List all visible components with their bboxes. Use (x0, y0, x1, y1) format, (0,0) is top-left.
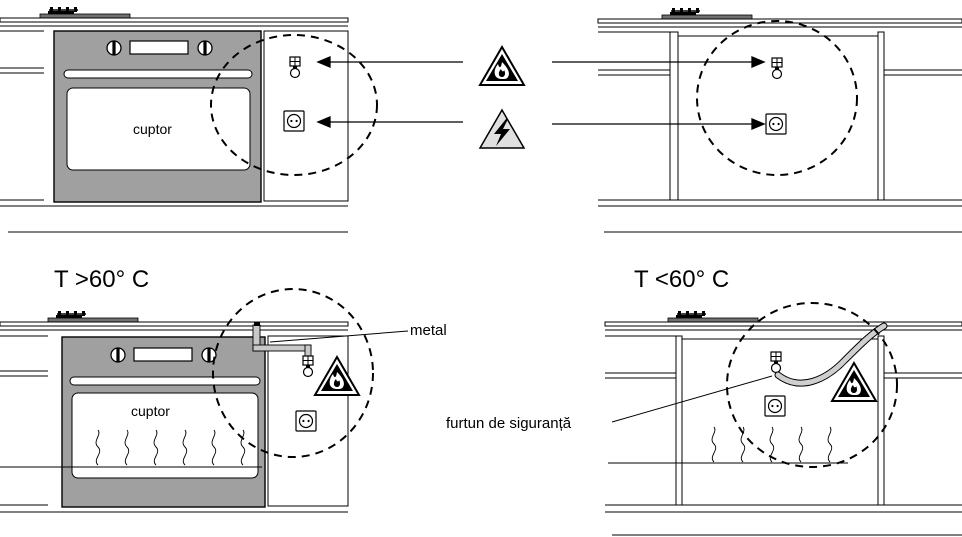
detail-circle (212, 288, 374, 458)
countertop (0, 321, 349, 327)
oven-knob (110, 347, 126, 363)
cabinet (681, 338, 879, 506)
power-socket-icon (765, 113, 787, 135)
power-socket-icon (283, 110, 305, 132)
oven: cuptor (61, 336, 266, 508)
oven-knob (106, 40, 122, 56)
panel-top-left: cuptor (0, 6, 378, 233)
oven-knob (197, 40, 213, 56)
countertop (597, 18, 962, 24)
countertop (0, 17, 349, 23)
center-legend (316, 46, 766, 149)
high-voltage-warning-icon (479, 109, 525, 149)
detail-circle (210, 34, 378, 176)
safety-hose (774, 322, 888, 387)
oven-label: cuptor (131, 403, 170, 419)
hob (667, 310, 759, 323)
power-socket-icon (295, 410, 317, 432)
hob (661, 7, 753, 20)
temperature-low-label: T <60° C (634, 266, 729, 293)
panel-bottom-left: T >60° C cuptor (0, 266, 447, 513)
power-socket-icon (764, 395, 786, 417)
oven-label: cuptor (133, 121, 172, 137)
detail-circle (696, 20, 858, 176)
detail-circle (726, 302, 898, 468)
temperature-high-label: T >60° C (54, 266, 149, 293)
panel-top-right (597, 7, 962, 233)
oven: cuptor (53, 30, 262, 203)
safety-hose-label: furtun de siguranță (446, 415, 572, 432)
hob (39, 6, 131, 19)
hob (47, 310, 139, 323)
cabinet (263, 30, 349, 202)
countertop (604, 321, 962, 327)
metal-label: metal (410, 322, 447, 339)
flame-warning-icon (479, 46, 525, 86)
panel-bottom-right: T <60° C furtun de (446, 266, 962, 536)
